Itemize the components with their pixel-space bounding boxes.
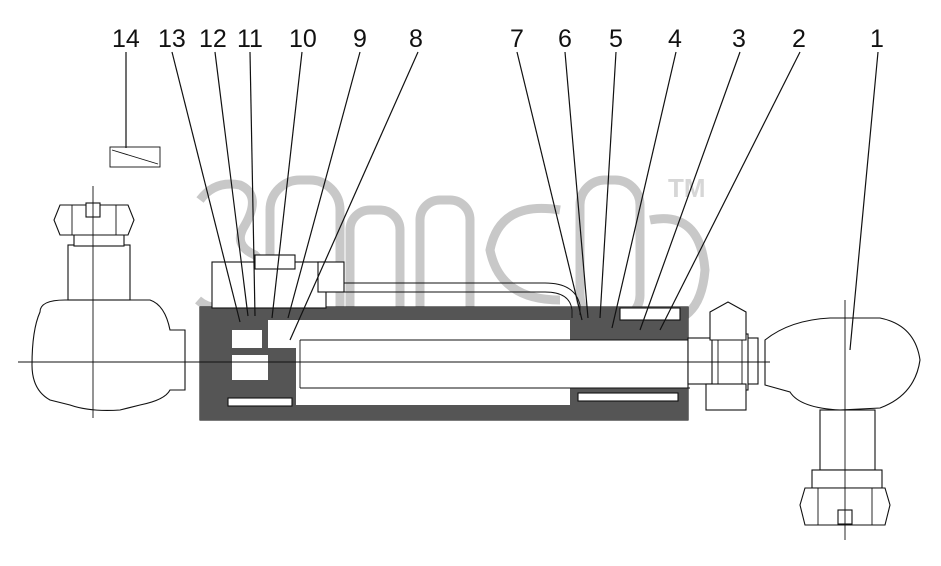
callout-3: 3 [732, 25, 746, 53]
callout-1: 1 [870, 25, 884, 53]
callout-7: 7 [510, 25, 524, 53]
callout-9: 9 [353, 25, 367, 53]
left-ball-joint [31, 186, 186, 418]
callout-6: 6 [558, 25, 572, 53]
rod-end-clamp [687, 301, 759, 411]
callout-4: 4 [668, 25, 682, 53]
callout-13: 13 [158, 25, 186, 53]
callout-11: 11 [237, 25, 263, 53]
callout-labels: 14 13 12 11 10 9 8 7 6 5 4 3 2 1 [112, 25, 884, 53]
leader-lines [125, 51, 879, 351]
callout-8: 8 [409, 25, 423, 53]
trademark-label: TM [668, 173, 706, 203]
callout-2: 2 [792, 25, 806, 53]
cylinder-barrel [199, 306, 690, 421]
callout-12: 12 [199, 25, 227, 53]
part-14-tag [109, 146, 161, 168]
callout-10: 10 [289, 25, 317, 53]
callout-5: 5 [609, 25, 623, 53]
callout-14: 14 [112, 25, 140, 53]
right-ball-joint [764, 300, 921, 540]
